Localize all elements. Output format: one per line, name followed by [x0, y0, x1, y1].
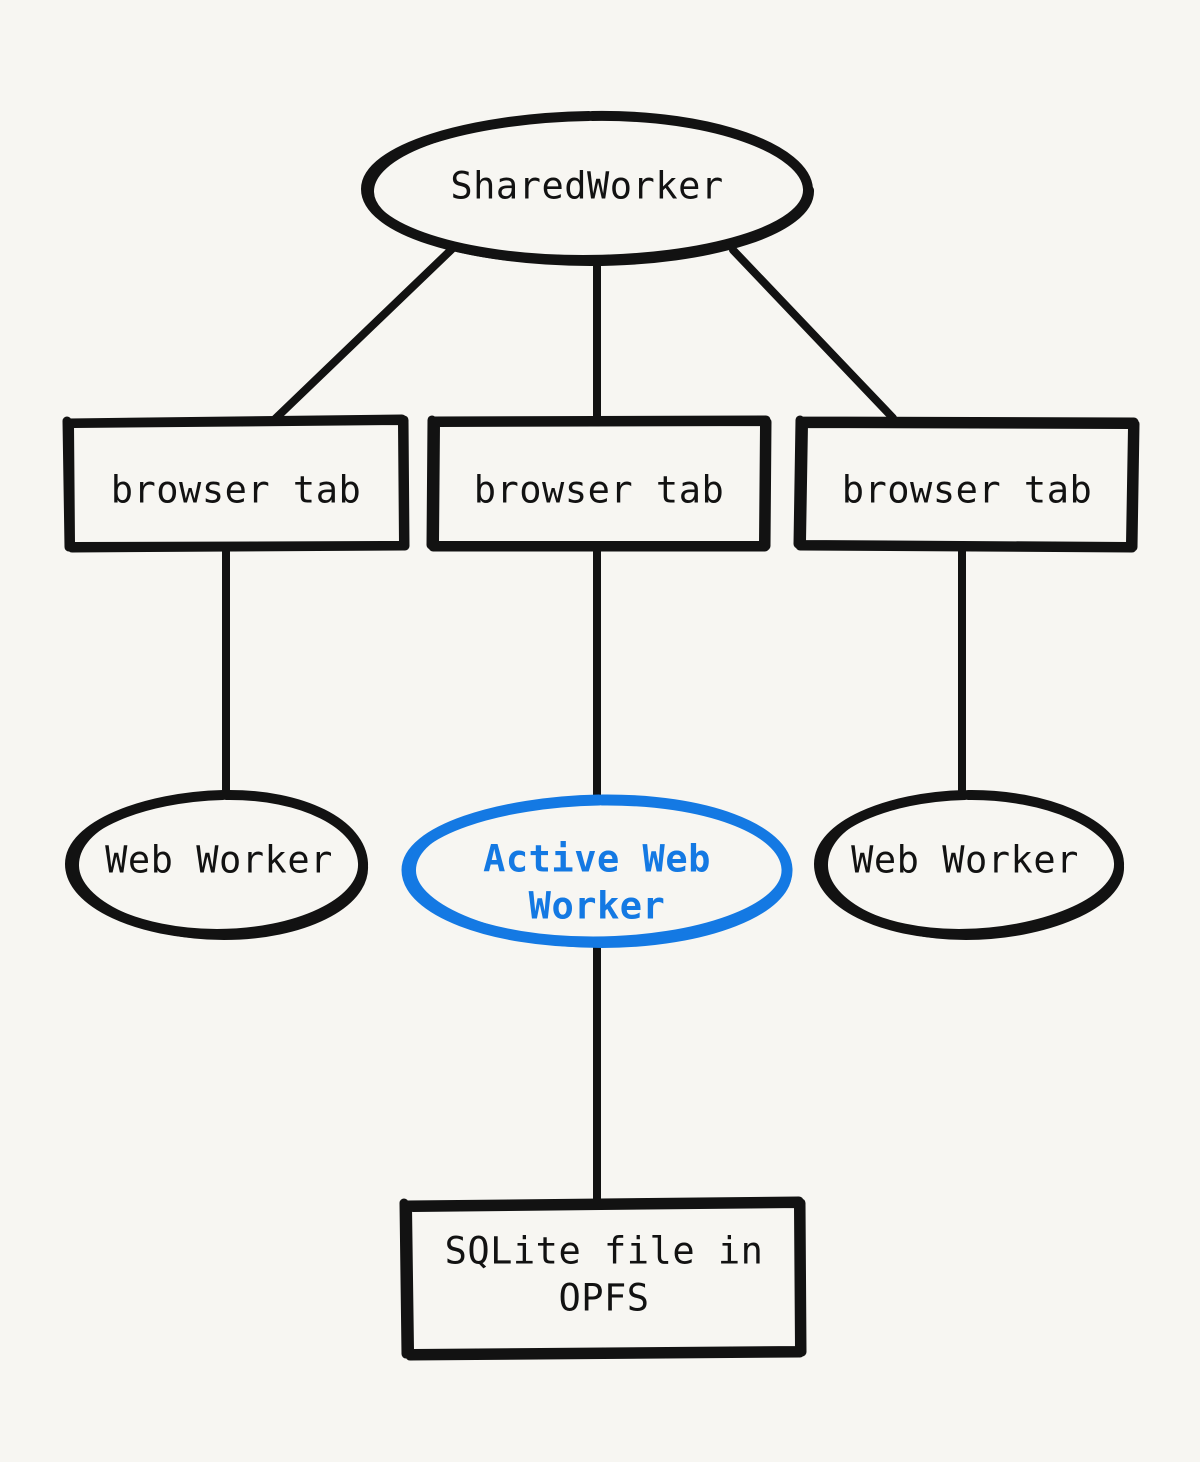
browser-tab-right-fill	[799, 419, 1135, 548]
web-worker-right-fill	[817, 795, 1120, 933]
browser-tab-left-fill	[68, 418, 406, 548]
shared-worker-label: SharedWorker	[450, 165, 723, 208]
browser-tab-center-outline-pass2	[433, 420, 766, 547]
browser-tab-right-label: browser tab	[842, 469, 1093, 512]
web-worker-left-outline-pass2	[70, 792, 369, 940]
sqlite-file-label-line-1: SQLite file in	[445, 1230, 764, 1273]
node-web-worker-left[interactable]: Web Worker	[65, 789, 369, 940]
node-sqlite-file[interactable]: SQLite file in OPFS	[399, 1196, 807, 1361]
web-worker-right-label: Web Worker	[851, 839, 1079, 882]
browser-tab-right-outline-pass2	[800, 421, 1134, 548]
browser-tab-left-outline-pass2	[68, 419, 405, 548]
web-worker-left-label: Web Worker	[105, 839, 333, 882]
sqlite-file-outline	[399, 1196, 807, 1361]
node-browser-tab-right[interactable]: browser tab	[793, 415, 1140, 553]
node-browser-tab-left[interactable]: browser tab	[62, 414, 410, 553]
browser-tab-left-label: browser tab	[111, 469, 362, 512]
node-active-web-worker[interactable]: Active Web Worker	[401, 794, 793, 948]
node-browser-tab-center[interactable]: browser tab	[426, 415, 772, 552]
sqlite-file-fill	[406, 1200, 802, 1356]
browser-tab-center-outline	[426, 415, 772, 552]
active-web-worker-fill	[405, 800, 788, 941]
edge-group	[222, 245, 966, 1207]
sqlite-file-label-line-2: OPFS	[558, 1277, 649, 1320]
active-web-worker-label-line-1: Active Web	[483, 838, 711, 881]
browser-tab-center-label: browser tab	[474, 469, 725, 512]
edge-sharedworker-to-tab-left	[271, 245, 456, 423]
shared-worker-ellipse-outline-pass2	[365, 113, 815, 266]
browser-tab-center-fill	[432, 419, 767, 547]
active-web-worker-ellipse-outline-pass2	[407, 797, 793, 948]
web-worker-right-outline-pass2	[819, 792, 1125, 940]
edge-sharedworker-to-tab-right	[729, 246, 897, 422]
sqlite-file-outline-pass2	[406, 1202, 801, 1355]
node-web-worker-right[interactable]: Web Worker	[814, 789, 1125, 940]
active-web-worker-label-line-2: Worker	[529, 885, 666, 928]
web-worker-left-fill	[68, 795, 364, 933]
shared-worker-ellipse-fill	[365, 116, 810, 259]
browser-tab-right-outline	[793, 415, 1140, 553]
node-shared-worker[interactable]: SharedWorker	[361, 110, 815, 266]
